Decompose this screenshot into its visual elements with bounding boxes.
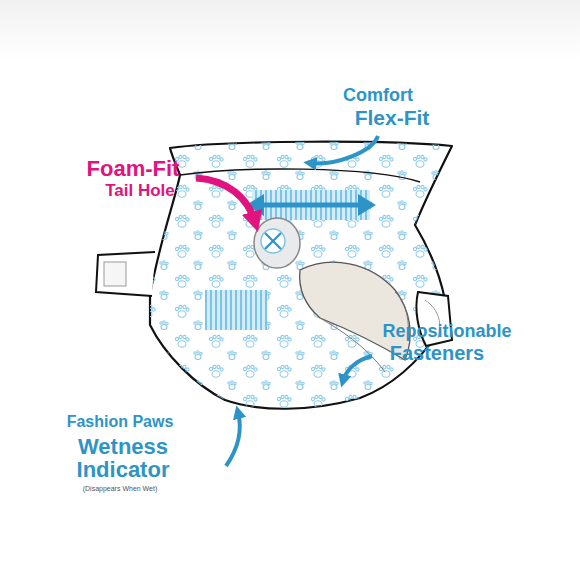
- callout-label: Wetness Indicator: [67, 435, 179, 481]
- diaper: [96, 142, 452, 409]
- tail-hole-foam: [261, 229, 285, 253]
- top-shade: [0, 0, 580, 60]
- stretch-band: [252, 190, 370, 220]
- front-band: [205, 290, 267, 330]
- leader-arrow: [196, 178, 255, 222]
- callout-label: Fashion Paws: [67, 414, 174, 431]
- callout-label: Fasteners: [390, 343, 485, 364]
- callout-label: (Disappears When Wet): [83, 485, 158, 492]
- leader-arrow: [310, 136, 378, 163]
- callout-label: Tail Hole: [105, 182, 175, 200]
- callout-label: Foam-Fit: [87, 157, 180, 180]
- leader-arrow: [226, 412, 240, 466]
- tail-hole-slits: [265, 233, 281, 249]
- diaper-body: [150, 142, 452, 409]
- stretch-arrow-head: [246, 194, 376, 216]
- callout-label: Repositionable: [382, 322, 511, 341]
- leader-arrows: [196, 136, 378, 466]
- callout-label: Comfort: [343, 86, 413, 105]
- paw-print-pattern: [150, 142, 452, 409]
- tail-hole: [254, 218, 300, 268]
- stretch-arrow: [262, 203, 360, 208]
- left-fastener: [96, 252, 155, 296]
- leader-arrow: [343, 356, 372, 381]
- callout-label: Flex-Fit: [355, 107, 430, 129]
- left-fastener-grip: [104, 262, 126, 286]
